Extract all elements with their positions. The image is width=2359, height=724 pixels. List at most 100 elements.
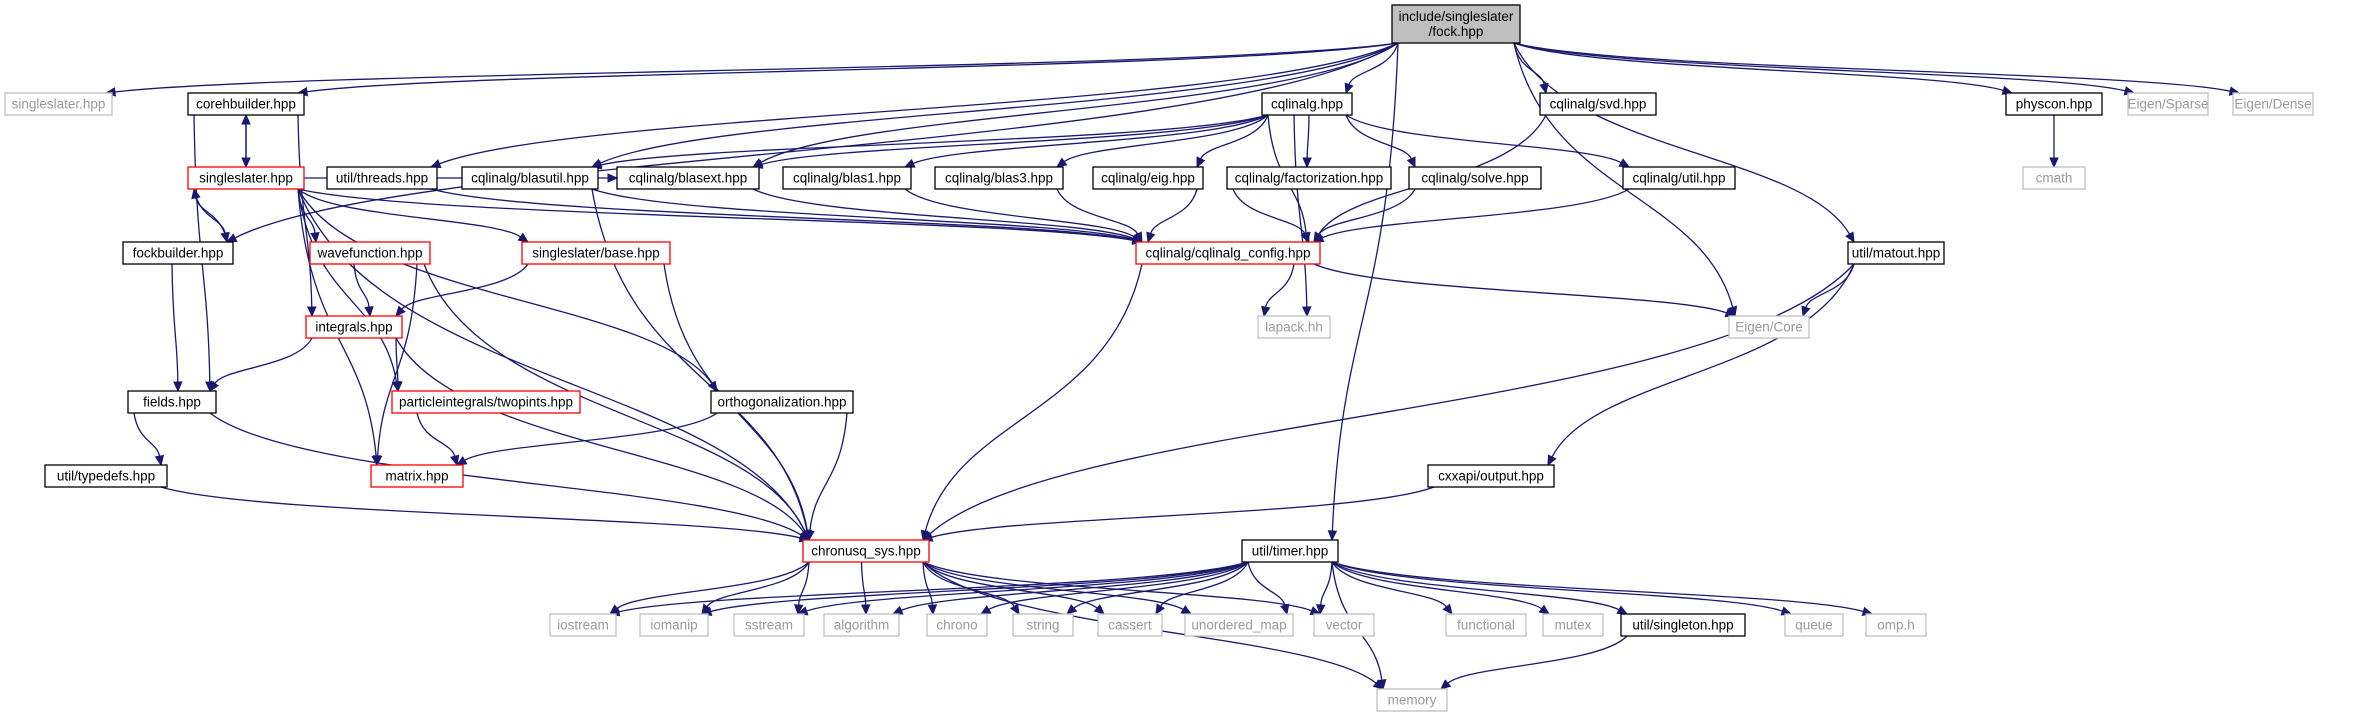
node-label: cqlinalg/blas3.hpp: [945, 171, 1053, 186]
node-fields[interactable]: fields.hpp: [127, 390, 217, 414]
node-singleton[interactable]: util/singleton.hpp: [1620, 613, 1746, 637]
node-label: corehbuilder.hpp: [196, 97, 296, 112]
node-twopints[interactable]: particleintegrals/twopints.hpp: [391, 390, 581, 414]
node-vector: vector: [1313, 613, 1375, 637]
node-label: mutex: [1555, 618, 1592, 633]
node-box: [1257, 315, 1331, 339]
node-cxxapi[interactable]: cxxapi/output.hpp: [1427, 464, 1555, 488]
node-physcon[interactable]: physcon.hpp: [2005, 92, 2103, 116]
node-integrals[interactable]: integrals.hpp: [305, 315, 403, 339]
edge-root-to-cqlinalg: [1344, 42, 1399, 95]
edge-timer-to-omp: [1331, 561, 1874, 616]
node-label: cqlinalg/cqlinalg_config.hpp: [1145, 246, 1310, 261]
node-eigencore: Eigen/Core: [1728, 315, 1810, 339]
node-box: [1226, 166, 1392, 190]
node-label: string: [1026, 618, 1059, 633]
node-label: singleslater.hpp: [199, 171, 293, 186]
node-label: cqlinalg/eig.hpp: [1101, 171, 1195, 186]
node-factorization[interactable]: cqlinalg/factorization.hpp: [1226, 166, 1392, 190]
node-root[interactable]: include/singleslater/fock.hpp: [1391, 4, 1521, 44]
edge-chronusq-to-iostream: [609, 561, 810, 615]
node-box: [1376, 688, 1448, 712]
edge-timer-to-vector: [1315, 561, 1333, 616]
node-box: [926, 613, 988, 637]
edge-singleslater-to-corehbuilder: [241, 113, 251, 168]
edge-base-to-integrals: [395, 263, 529, 317]
node-threads[interactable]: util/threads.hpp: [326, 166, 438, 190]
node-box: [2232, 92, 2314, 116]
edge-solve-to-config: [1313, 188, 1416, 244]
node-label: singleslater.hpp: [12, 97, 106, 112]
node-label: cqlinalg/blasutil.hpp: [471, 171, 589, 186]
node-base[interactable]: singleslater/base.hpp: [521, 241, 671, 265]
node-label: Eigen/Dense: [2234, 97, 2311, 112]
node-box: [616, 166, 760, 190]
node-matrix[interactable]: matrix.hpp: [370, 464, 464, 488]
node-wavefunction[interactable]: wavefunction.hpp: [309, 241, 431, 265]
node-box: [127, 390, 217, 414]
node-box: [823, 613, 900, 637]
node-box: [309, 241, 431, 265]
node-blas3[interactable]: cqlinalg/blas3.hpp: [934, 166, 1064, 190]
edge-matout-to-chronusq: [922, 263, 1855, 541]
edge-singleton-to-memory: [1440, 635, 1628, 690]
node-eig[interactable]: cqlinalg/eig.hpp: [1092, 166, 1204, 190]
edge-cqlinalg-to-factorization: [1302, 114, 1312, 169]
node-chronusq[interactable]: chronusq_sys.hpp: [802, 539, 930, 563]
node-box: [1865, 613, 1927, 637]
node-box: [305, 315, 403, 339]
edge-fields-to-chronusq: [209, 412, 811, 541]
node-label: cqlinalg/blasext.hpp: [629, 171, 748, 186]
node-algorithm: algorithm: [823, 613, 900, 637]
node-iostream: iostream: [549, 613, 617, 637]
node-box: [1261, 92, 1353, 116]
node-label: sstream: [745, 618, 793, 633]
node-label: matrix.hpp: [385, 469, 448, 484]
node-label: cqlinalg/blas1.hpp: [793, 171, 901, 186]
node-matout[interactable]: util/matout.hpp: [1847, 241, 1945, 265]
node-iomanip: iomanip: [639, 613, 709, 637]
node-label: cqlinalg/solve.hpp: [1421, 171, 1528, 186]
node-svd[interactable]: cqlinalg/svd.hpp: [1539, 92, 1657, 116]
node-blasutil[interactable]: cqlinalg/blasutil.hpp: [461, 166, 599, 190]
node-label: integrals.hpp: [315, 320, 392, 335]
node-fockbuilder[interactable]: fockbuilder.hpp: [122, 241, 234, 265]
node-box: [549, 613, 617, 637]
node-corehbuilder[interactable]: corehbuilder.hpp: [187, 92, 305, 116]
node-cqlinalg[interactable]: cqlinalg.hpp: [1261, 92, 1353, 116]
node-singleslater_ext: singleslater.hpp: [4, 92, 113, 116]
node-label: util/typedefs.hpp: [57, 469, 155, 484]
node-label: physcon.hpp: [2016, 97, 2093, 112]
edge-twopints-to-matrix: [416, 412, 460, 467]
edge-root-to-timer: [1327, 42, 1399, 542]
edge-blas3-to-config: [1056, 188, 1143, 244]
node-box: [1241, 539, 1339, 563]
node-timer[interactable]: util/timer.hpp: [1241, 539, 1339, 563]
node-blasext[interactable]: cqlinalg/blasext.hpp: [616, 166, 760, 190]
node-box: [44, 464, 168, 488]
node-box: [1135, 241, 1321, 265]
edge-chronusq-to-sstream: [793, 561, 810, 616]
node-solve[interactable]: cqlinalg/solve.hpp: [1408, 166, 1542, 190]
node-box: [2022, 166, 2086, 190]
node-cqutil[interactable]: cqlinalg/util.hpp: [1622, 166, 1736, 190]
edge-wavefunction-to-matrix: [372, 263, 418, 467]
node-box: [391, 390, 581, 414]
node-functional: functional: [1445, 613, 1527, 637]
node-label: /fock.hpp: [1429, 24, 1484, 39]
node-singleslater[interactable]: singleslater.hpp: [187, 166, 305, 190]
node-config[interactable]: cqlinalg/cqlinalg_config.hpp: [1135, 241, 1321, 265]
node-orthogonalization[interactable]: orthogonalization.hpp: [710, 390, 854, 414]
node-typedefs[interactable]: util/typedefs.hpp: [44, 464, 168, 488]
node-omp: omp.h: [1865, 613, 1927, 637]
node-label: orthogonalization.hpp: [717, 395, 846, 410]
edge-cqlinalg-to-eig: [1196, 114, 1269, 169]
edge-singleslater-to-base: [297, 188, 530, 243]
node-label: lapack.hh: [1265, 320, 1323, 335]
edge-threads-to-config: [430, 188, 1144, 245]
node-box: [1092, 166, 1204, 190]
node-box: [1847, 241, 1945, 265]
node-label: Eigen/Sparse: [2127, 97, 2208, 112]
node-blas1[interactable]: cqlinalg/blas1.hpp: [782, 166, 912, 190]
node-box: [521, 241, 671, 265]
